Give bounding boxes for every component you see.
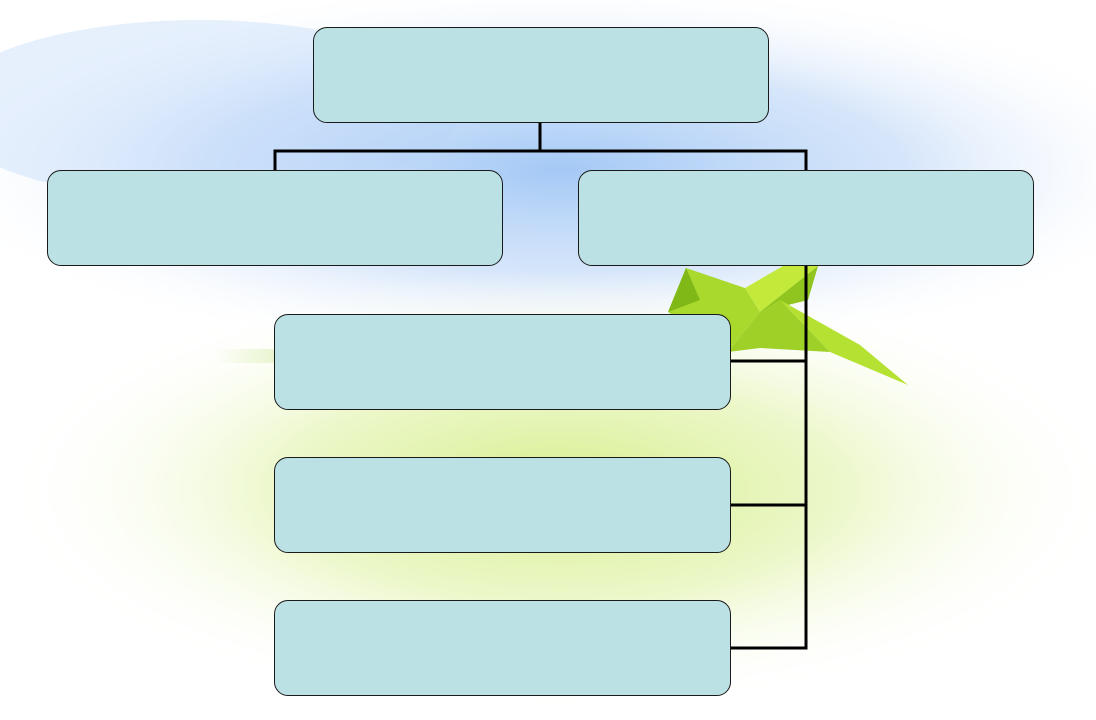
child-box-3[interactable] — [274, 600, 731, 696]
paper-crane-icon — [668, 262, 908, 385]
level1-box-right[interactable] — [578, 170, 1034, 266]
level1-box-left[interactable] — [47, 170, 503, 266]
child-box-2[interactable] — [274, 457, 731, 553]
child-box-1[interactable] — [274, 314, 731, 410]
root-box[interactable] — [313, 27, 769, 123]
